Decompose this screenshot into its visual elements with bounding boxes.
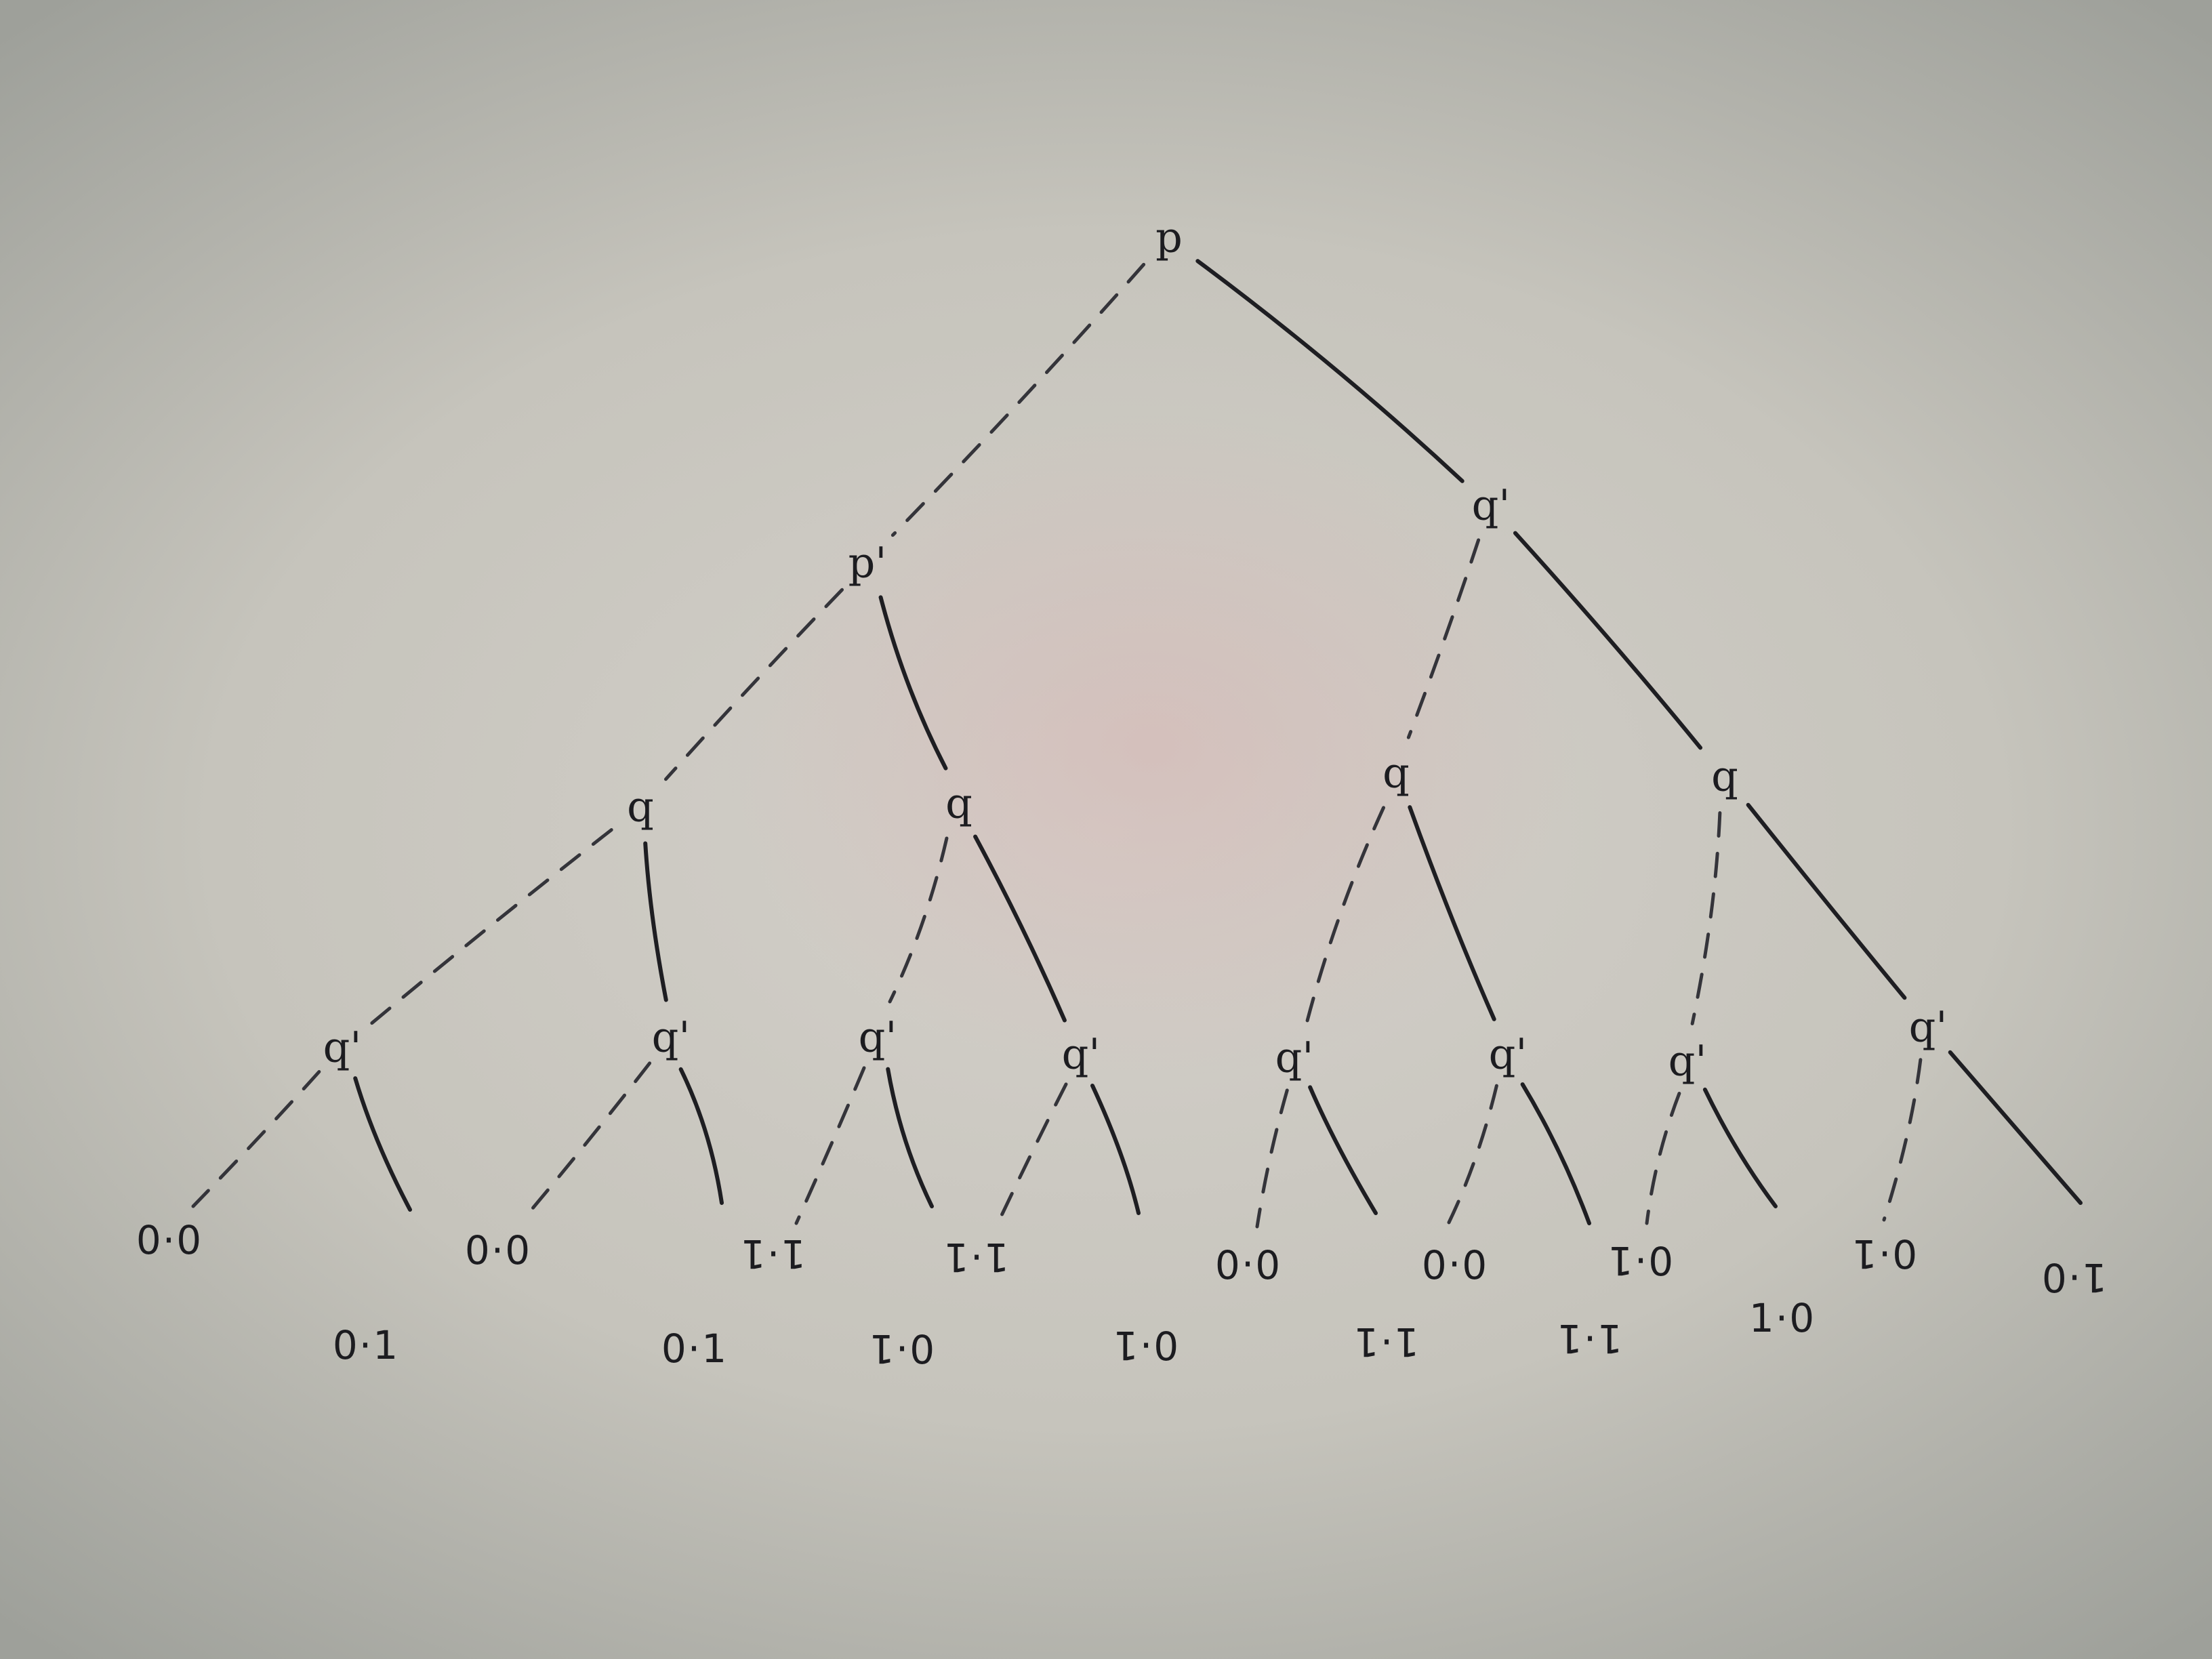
tree-node-n14: q' [1909, 1002, 1948, 1052]
payoff-leaf-5: 0·1 [868, 1326, 935, 1372]
tree-node-n3: q [627, 782, 654, 832]
tree-node-n7: q' [323, 1023, 362, 1072]
payoff-leaf-13: 1·0 [1749, 1295, 1816, 1341]
tree-node-n4: q [945, 779, 972, 828]
payoff-leaf-9: 1·1 [1353, 1319, 1419, 1365]
payoff-leaf-15: 1·0 [2041, 1254, 2107, 1300]
tree-node-n6: q [1711, 752, 1738, 801]
tree-node-n1: p' [848, 538, 887, 588]
tree-node-n8: q' [652, 1012, 691, 1062]
payoff-leaf-1: 0·1 [333, 1322, 399, 1368]
payoff-leaf-8: 0·0 [1214, 1241, 1280, 1287]
leaf-edge-5 [886, 1067, 934, 1208]
tree-nodes: p p' q' q q q q q' q' q' q' q' q' q' q' [323, 213, 1948, 1086]
leaf-edge-11 [1520, 1082, 1591, 1225]
tree-leaves: 0·00·10·00·11·10·11·10·10·01·10·01·10·11… [136, 1217, 2107, 1372]
leaf-edge-15 [1948, 1050, 2083, 1205]
tree-edges [191, 259, 2083, 1229]
leaf-edge-9 [1308, 1085, 1378, 1215]
leaf-edge-0 [191, 1070, 321, 1208]
leaf-edge-1 [353, 1076, 412, 1212]
leaf-edge-6 [994, 1082, 1068, 1229]
payoff-leaf-12: 0·1 [1607, 1237, 1673, 1284]
leaf-edge-14 [1882, 1058, 1923, 1222]
leaf-edge-7 [1090, 1084, 1141, 1215]
payoff-leaf-0: 0·0 [136, 1217, 203, 1263]
payoff-leaf-2: 0·0 [465, 1227, 531, 1273]
tree-edge-n1-n3 [663, 588, 844, 781]
tree-node-n0: p [1155, 213, 1183, 262]
tree-node-n5: q [1382, 748, 1410, 798]
tree-node-n10: q' [1062, 1029, 1101, 1079]
tree-node-n11: q' [1275, 1033, 1314, 1082]
tree-node-n13: q' [1668, 1036, 1707, 1086]
leaf-edge-3 [678, 1067, 724, 1205]
payoff-leaf-4: 1·1 [739, 1231, 806, 1277]
tree-edge-n0-n1 [890, 262, 1146, 537]
tree-node-n9: q' [859, 1012, 897, 1062]
tree-edge-n6-n14 [1746, 802, 1907, 1000]
tree-edge-n2-n6 [1513, 531, 1703, 750]
leaf-edge-12 [1645, 1092, 1681, 1225]
tree-edge-n3-n8 [643, 841, 668, 1002]
leaf-edge-13 [1702, 1087, 1778, 1208]
leaf-edge-8 [1255, 1088, 1289, 1229]
payoff-leaf-11: 1·1 [1556, 1315, 1622, 1361]
tree-edge-n3-n7 [369, 828, 613, 1025]
tree-edge-n5-n11 [1305, 806, 1385, 1024]
leaf-edge-2 [527, 1061, 652, 1215]
payoff-leaf-14: 0·1 [1851, 1231, 1917, 1277]
tree-node-n2: q' [1472, 480, 1511, 530]
tree-edge-n2-n5 [1406, 538, 1481, 739]
leaf-edge-4 [794, 1066, 866, 1225]
payoff-leaf-6: 1·1 [943, 1234, 1009, 1280]
tree-edge-n0-n2 [1195, 259, 1465, 483]
tree-edge-n4-n10 [973, 834, 1067, 1023]
payoff-leaf-3: 0·1 [661, 1326, 728, 1372]
tree-edge-n5-n12 [1408, 805, 1496, 1021]
payoff-leaf-7: 0·1 [1112, 1322, 1179, 1368]
payoff-leaf-10: 0·0 [1420, 1241, 1487, 1287]
tree-node-n12: q' [1489, 1029, 1528, 1079]
tree-edge-n1-n4 [878, 595, 948, 771]
tree-edge-n6-n13 [1690, 811, 1722, 1025]
leaf-edge-10 [1445, 1084, 1498, 1229]
tree-edge-n4-n9 [888, 836, 949, 1004]
